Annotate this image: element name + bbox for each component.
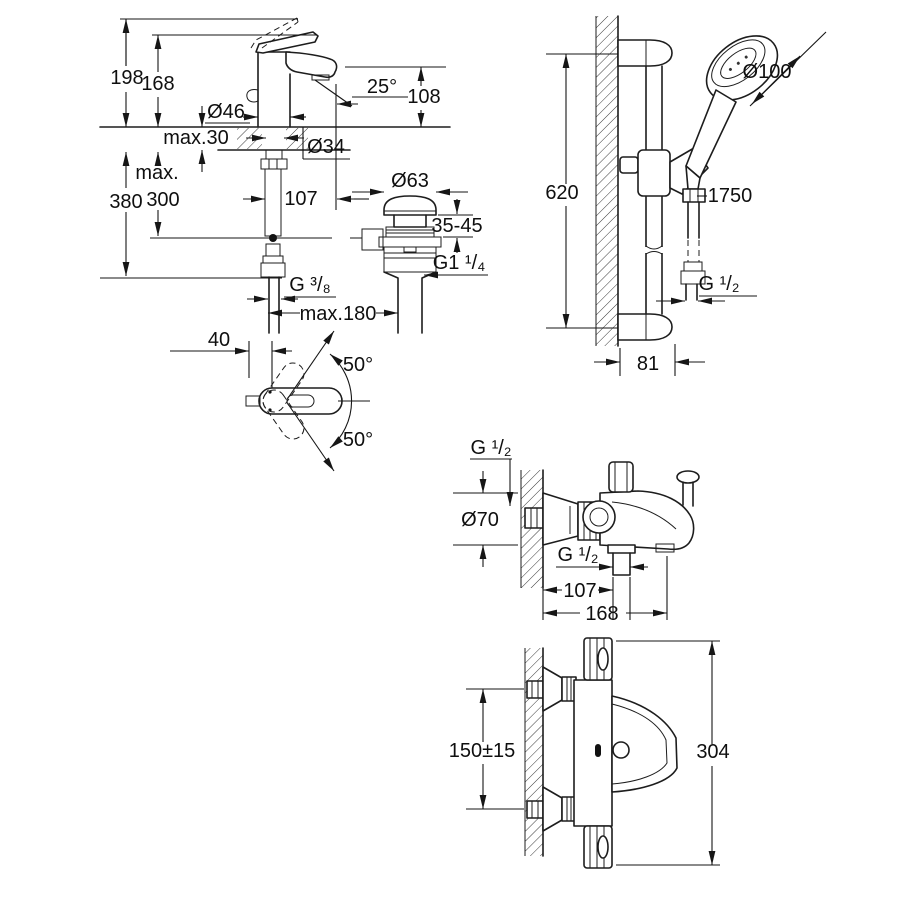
dim-label: max. <box>135 162 178 184</box>
faucet-spout <box>285 51 338 79</box>
aerator <box>311 74 330 81</box>
lower-union <box>526 786 577 832</box>
hose-end-knurl <box>680 270 706 285</box>
shower-rail-view: 620 Ø100 1750 G ¹/₂ 81 <box>545 15 827 376</box>
dim-label: 50° <box>343 429 373 451</box>
rail-bracket-top <box>617 39 673 67</box>
supply-pipe <box>268 276 280 334</box>
dim-label: Ø34 <box>307 136 345 158</box>
rosette <box>542 492 579 546</box>
dim-label: Ø100 <box>743 61 792 83</box>
dim-label: 40 <box>208 329 230 351</box>
pull-rod-hook <box>246 89 259 103</box>
diverter-knob <box>676 470 700 484</box>
dim-label: 150±15 <box>449 740 516 762</box>
handle-swivel-down-dashed <box>262 389 305 440</box>
top-knob <box>608 461 634 493</box>
dim-label: 620 <box>545 182 578 204</box>
faucet-body <box>257 51 291 128</box>
shower-outlet-pipe <box>612 552 631 576</box>
shower-holder <box>637 149 671 197</box>
basin-mixer-top-view: 40 50° 50° <box>170 329 373 472</box>
dim-label: 108 <box>407 86 440 108</box>
rail-joint <box>645 245 663 255</box>
dim-label: 168 <box>585 603 618 625</box>
dim-label: 35-45 <box>431 215 482 237</box>
dim-label: Ø63 <box>391 170 429 192</box>
dim-label: 107 <box>284 188 317 210</box>
handle-swivel-up-dashed <box>262 362 305 413</box>
spout-aerator <box>655 543 675 553</box>
thermostat-body <box>573 679 613 827</box>
hand-shower-handle <box>685 89 737 179</box>
dim-label: G1 ¹/₄ <box>433 252 486 274</box>
inlet-nut <box>524 507 544 529</box>
dim-label: 304 <box>696 741 729 763</box>
outlet-collar <box>607 544 636 554</box>
dim-label: G ¹/₂ <box>557 544 598 566</box>
wall-hatch <box>525 648 543 856</box>
pop-up-waste <box>361 195 442 334</box>
rail-bracket-bottom <box>617 313 673 341</box>
dim-label: 81 <box>637 353 659 375</box>
temperature-handle <box>582 500 616 534</box>
waste-flange <box>378 236 442 248</box>
wall-hatch <box>596 16 618 346</box>
bath-mixer-side-view: G ¹/₂ Ø70 G ¹/₂ 107 168 <box>453 437 700 625</box>
hose-connector <box>260 262 286 278</box>
faucet-lever <box>255 31 319 54</box>
mounting-nut <box>260 158 288 170</box>
dim-label: max.180 <box>300 303 377 325</box>
dim-label: 168 <box>141 73 174 95</box>
dim-label: max.30 <box>163 127 229 149</box>
glide-release-knob <box>619 156 639 174</box>
waste-tailpipe <box>383 271 437 334</box>
dim-label: 300 <box>146 189 179 211</box>
dim-label: 198 <box>110 67 143 89</box>
dim-label: 1750 <box>708 185 753 207</box>
wall-hatch <box>521 470 543 588</box>
dim-label: 50° <box>343 354 373 376</box>
dim-label: Ø46 <box>207 101 245 123</box>
flex-hoses <box>264 168 282 237</box>
dim-label: G ¹/₂ <box>698 273 739 295</box>
rod-clamp <box>361 228 384 251</box>
waste-plug <box>383 195 437 216</box>
spout-profile <box>611 695 678 793</box>
mixer-body-spout <box>599 490 695 551</box>
dim-label: 107 <box>563 580 596 602</box>
indicator-mark <box>595 744 601 757</box>
dim-label: G ³/₈ <box>289 274 331 296</box>
dim-label: 25° <box>367 76 397 98</box>
dim-label: G ¹/₂ <box>470 437 511 459</box>
shower-hose <box>687 201 700 239</box>
basin-mixer-side-view: 198 168 108 25° Ø46 max.30 Ø34 max. 380 … <box>99 17 488 334</box>
diverter-button <box>612 741 630 759</box>
dim-label: 380 <box>109 191 142 213</box>
thermostat-front-view: 150±15 304 <box>449 637 730 869</box>
upper-union <box>526 666 577 712</box>
hose-end-pipe <box>685 283 698 301</box>
dim-label: Ø70 <box>461 509 499 531</box>
threaded-shank <box>265 149 283 160</box>
